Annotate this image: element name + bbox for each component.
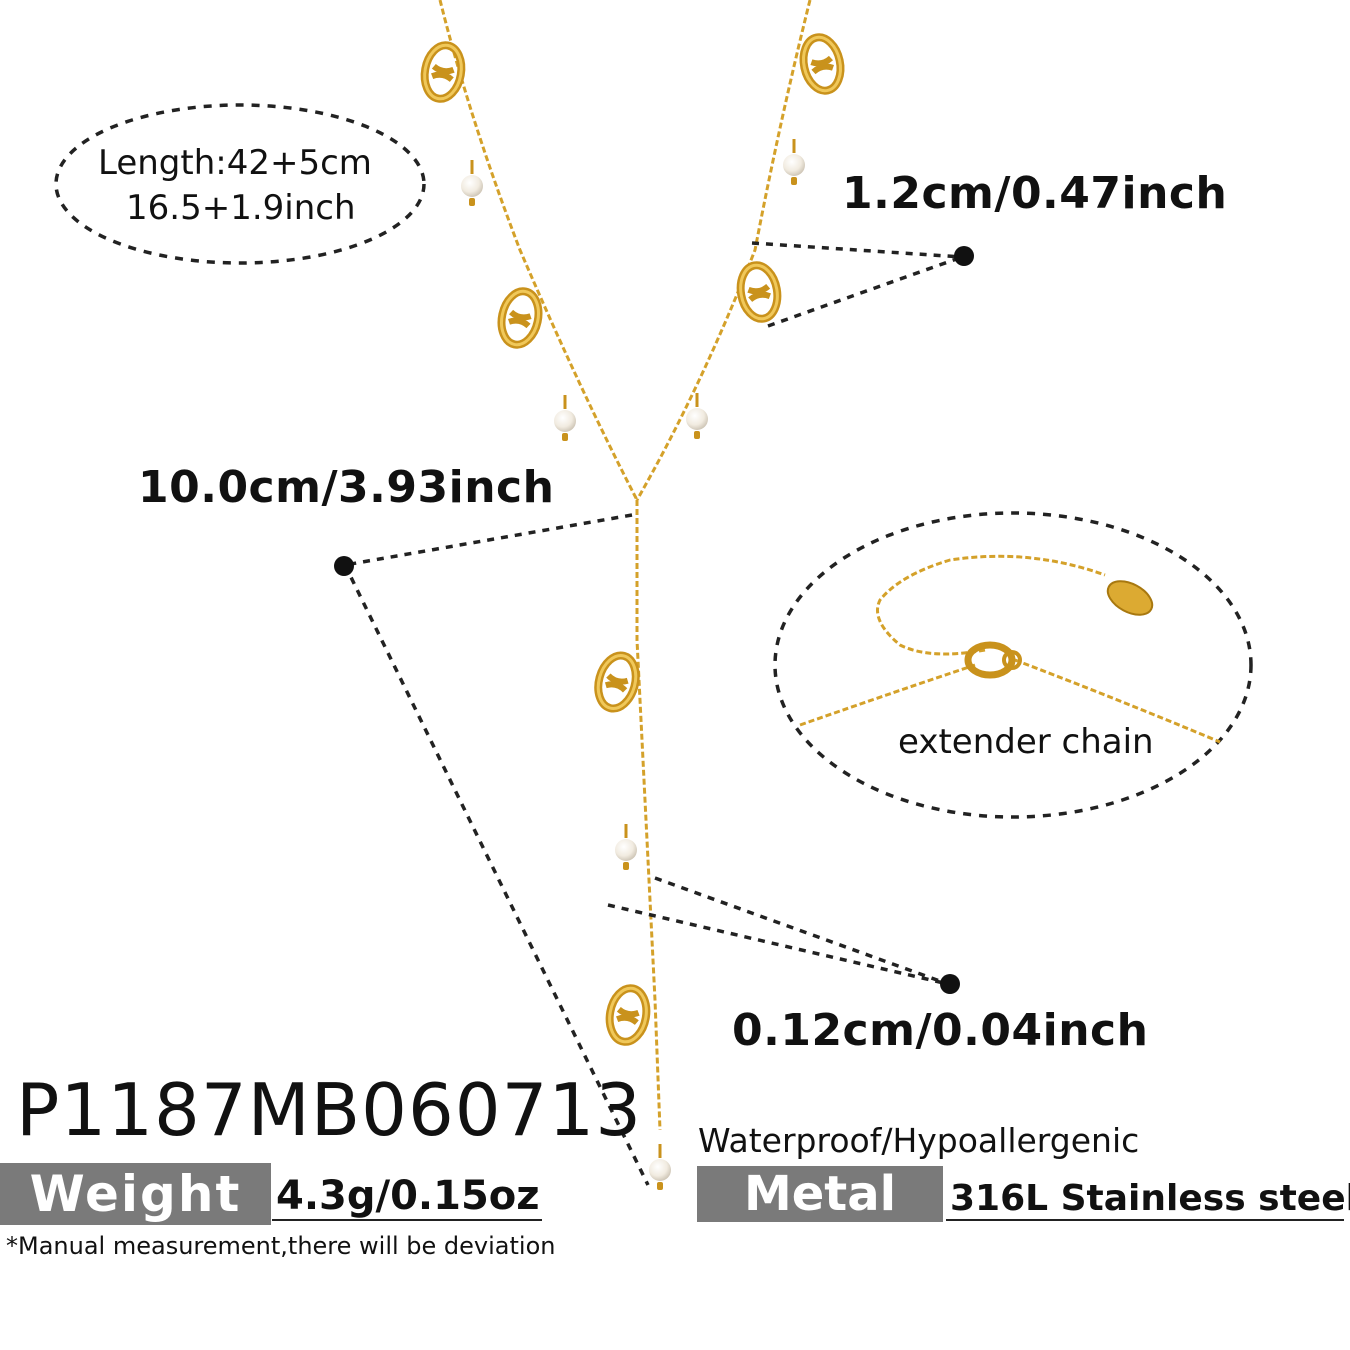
pendant-charm <box>593 651 642 712</box>
metal-value: 316L Stainless steel <box>946 1178 1350 1221</box>
pendant-size-pointer <box>751 241 963 328</box>
pearl-drop <box>552 393 578 443</box>
pendant-charm <box>421 42 466 101</box>
extender-chain-art <box>799 554 1221 744</box>
measurement-disclaimer: *Manual measurement,there will be deviat… <box>6 1232 556 1260</box>
length-label: Length:42+5cm <box>98 143 372 183</box>
chain-width-pointer <box>607 876 949 986</box>
drop-length-label: 10.0cm/3.93inch <box>138 462 555 513</box>
extender-callout-ellipse <box>773 511 1253 819</box>
drop-length-pointer <box>343 513 650 1186</box>
lobster-clasp <box>964 641 1022 679</box>
pendant-charm <box>497 288 543 348</box>
chain-width-label: 0.12cm/0.04inch <box>732 1005 1149 1056</box>
pendant-size-label: 1.2cm/0.47inch <box>842 168 1228 219</box>
pendant-charm <box>606 985 651 1044</box>
pearl-drop <box>613 822 639 872</box>
properties-label: Waterproof/Hypoallergenic <box>698 1121 1140 1160</box>
weight-label: Weight <box>0 1163 271 1225</box>
length-inch-label: 16.5+1.9inch <box>126 188 356 228</box>
length-callout-ellipse <box>54 103 426 265</box>
product-sku: P1187MB060713 <box>16 1068 643 1152</box>
pendant-charm <box>737 262 782 321</box>
pearl-drop <box>459 158 485 208</box>
pearl-drop <box>781 137 807 187</box>
pendant-charm <box>799 34 845 94</box>
tag-plate <box>1106 580 1154 616</box>
weight-value: 4.3g/0.15oz <box>272 1173 542 1221</box>
metal-label: Metal <box>697 1166 943 1222</box>
pearl-drop <box>647 1142 673 1192</box>
extender-chain-label: extender chain <box>898 722 1154 762</box>
main-chain <box>438 0 812 1131</box>
